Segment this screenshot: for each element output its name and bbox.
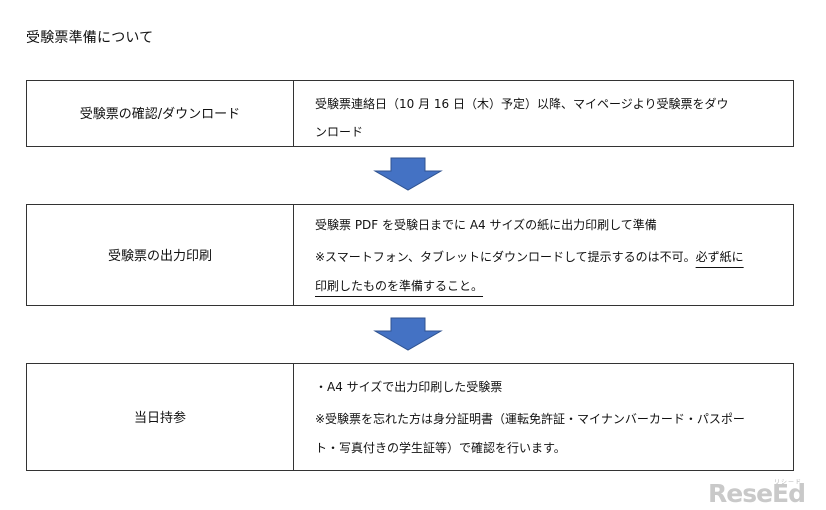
step-row-print: 受験票の出力印刷 受験票 PDF を受験日までに A4 サイズの紙に出力印刷して… [26, 204, 794, 306]
description-line: ンロード [315, 125, 364, 139]
description-line: ト・写真付きの学生証等）で確認を行います。 [315, 441, 566, 455]
description-line: 受験票 PDF を受験日までに A4 サイズの紙に出力印刷して準備 [315, 218, 657, 232]
down-arrow-icon [373, 317, 443, 351]
note-emphasis: 必ず紙に [695, 250, 744, 264]
step-description: 受験票連絡日（10 月 16 日（木）予定）以降、マイページより受験票をダウ ン… [294, 81, 793, 146]
step-row-download: 受験票の確認/ダウンロード 受験票連絡日（10 月 16 日（木）予定）以降、マ… [26, 80, 794, 147]
step-description: 受験票 PDF を受験日までに A4 サイズの紙に出力印刷して準備 ※スマートフ… [294, 205, 793, 305]
logo-kana: リシード [774, 479, 803, 486]
step-label: 受験票の確認/ダウンロード [27, 81, 294, 146]
down-arrow-icon [373, 157, 443, 191]
description-line: ※受験票を忘れた方は身分証明書（運転免許証・マイナンバーカード・パスポー [315, 412, 745, 426]
page-title: 受験票準備について [26, 30, 154, 46]
note-line: 印刷したものを準備すること。 [315, 272, 777, 301]
description-line: 受験票連絡日（10 月 16 日（木）予定）以降、マイページより受験票をダウ [315, 97, 729, 111]
step-row-bring: 当日持参 ・A4 サイズで出力印刷した受験票 ※受験票を忘れた方は身分証明書（運… [26, 363, 794, 471]
step-description: ・A4 サイズで出力印刷した受験票 ※受験票を忘れた方は身分証明書（運転免許証・… [294, 364, 793, 470]
logo-text: ReseEd [708, 479, 806, 508]
note-emphasis: 印刷したものを準備すること。 [315, 279, 484, 293]
step-label: 受験票の出力印刷 [27, 205, 294, 305]
description-line: ・A4 サイズで出力印刷した受験票 [315, 380, 503, 394]
step-label: 当日持参 [27, 364, 294, 470]
note-line: ※スマートフォン、タブレットにダウンロードして提示するのは不可。必ず紙に [315, 243, 777, 272]
reseed-logo: リシード ReseEd [708, 478, 818, 508]
note-text: ※スマートフォン、タブレットにダウンロードして提示するのは不可。 [315, 250, 696, 264]
